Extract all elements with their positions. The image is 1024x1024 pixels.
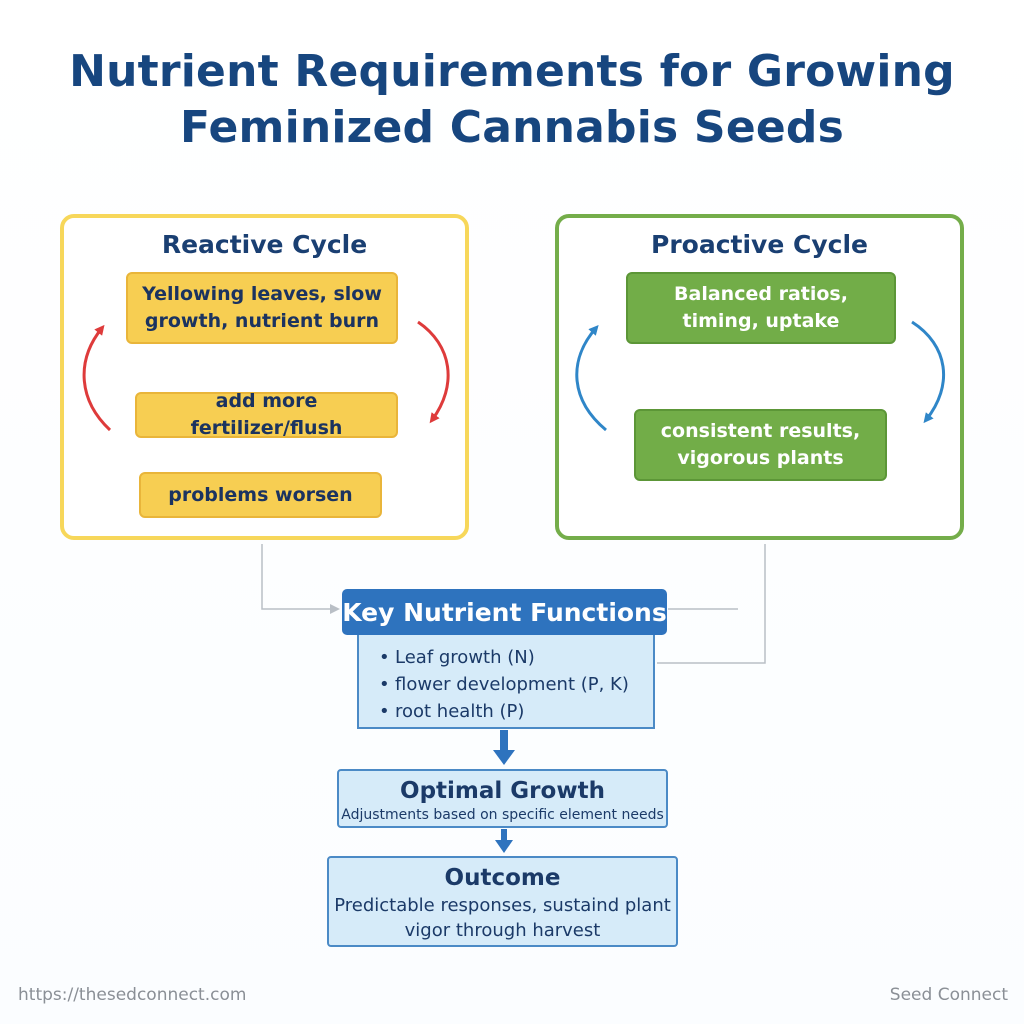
bullet-icon: • [379, 647, 390, 668]
reactive-cycle-title: Reactive Cycle [161, 230, 368, 259]
proactive-result-box: consistent results, vigorous plants [634, 409, 887, 481]
reactive-action-label: add more fertilizer/flush [190, 390, 343, 439]
outcome-box: Outcome Predictable responses, sustaind … [327, 856, 678, 947]
footer-url: https://thesedconnect.com [18, 985, 247, 1005]
key-function-item: •Leaf growth (N) [379, 644, 653, 671]
reactive-symptoms-line-1: Yellowing leaves, slow [142, 283, 382, 305]
page-title-line-2: Feminized Cannabis Seeds [180, 102, 844, 153]
optimal-growth-box: Optimal Growth Adjustments based on spec… [337, 769, 668, 828]
reactive-connector-line [261, 544, 340, 614]
bullet-icon: • [379, 701, 390, 722]
optimal-growth-subtitle: Adjustments based on specific element ne… [341, 807, 664, 823]
outcome-line-2: vigor through harvest [404, 920, 601, 941]
reactive-action-box: add more fertilizer/flush [135, 390, 398, 439]
proactive-approach-line-1: Balanced ratios, [674, 283, 848, 305]
proactive-approach-box: Balanced ratios, timing, uptake [626, 272, 896, 344]
reactive-symptoms-box: Yellowing leaves, slow growth, nutrient … [126, 272, 398, 344]
key-functions-list: •Leaf growth (N) •flower development (P,… [357, 635, 655, 729]
proactive-approach-line-2: timing, uptake [682, 310, 840, 332]
flow-arrow-to-outcome-icon [495, 829, 513, 853]
proactive-cycle-title: Proactive Cycle [651, 230, 868, 259]
reactive-result-label: problems worsen [168, 483, 353, 506]
reactive-result-box: problems worsen [139, 472, 382, 518]
key-function-item: •flower development (P, K) [379, 671, 653, 698]
key-function-item: •root health (P) [379, 698, 653, 725]
proactive-result-line-2: vigorous plants [677, 447, 844, 469]
page-title: Nutrient Requirements for Growing Femini… [0, 44, 1024, 156]
footer-brand: Seed Connect [889, 985, 1008, 1005]
optimal-growth-title: Optimal Growth [400, 778, 605, 804]
reactive-symptoms-line-2: growth, nutrient burn [144, 310, 380, 332]
proactive-cycle-panel: Proactive Cycle [555, 214, 964, 540]
key-functions-header: Key Nutrient Functions [342, 589, 667, 635]
page-title-line-1: Nutrient Requirements for Growing [69, 46, 955, 97]
outcome-line-1: Predictable responses, sustaind plant [334, 895, 671, 916]
bullet-icon: • [379, 674, 390, 695]
proactive-result-line-1: consistent results, [660, 420, 861, 442]
proactive-connector-line [657, 544, 766, 664]
outcome-title: Outcome [444, 865, 561, 891]
flow-arrow-to-optimal-icon [493, 730, 515, 765]
